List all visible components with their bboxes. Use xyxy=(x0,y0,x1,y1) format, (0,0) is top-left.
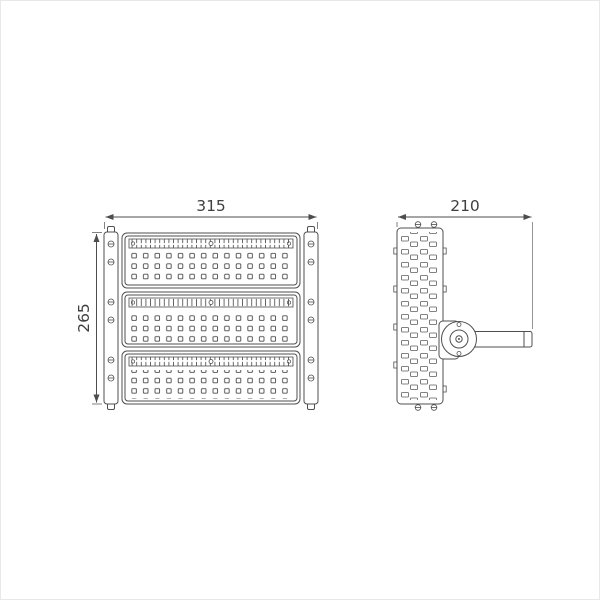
mounting-knuckle xyxy=(438,320,477,360)
front-right-rail xyxy=(303,226,319,410)
front-left-rail xyxy=(103,226,119,410)
dimension-width-front xyxy=(104,213,318,229)
mounting-arm xyxy=(470,331,533,348)
side-screw-icon xyxy=(414,221,438,411)
side-heatsink-fins xyxy=(401,232,439,400)
front-height-label: 265 xyxy=(75,303,93,333)
front-led-module-3 xyxy=(121,350,301,405)
side-view xyxy=(393,221,533,411)
side-width-label: 210 xyxy=(450,197,480,215)
module-led-grid xyxy=(130,311,292,342)
dimension-width-side xyxy=(396,213,533,329)
side-edge-nubs xyxy=(393,247,447,393)
side-body xyxy=(396,227,444,405)
front-view xyxy=(103,226,319,410)
module-led-grid xyxy=(130,252,292,283)
rail-screw-icon xyxy=(307,240,315,382)
dimension-height-front xyxy=(92,232,102,405)
module-led-grid xyxy=(130,370,292,399)
rail-screw-icon xyxy=(107,240,115,382)
front-led-module-1 xyxy=(121,232,301,289)
front-width-label: 315 xyxy=(196,197,226,215)
front-led-module-2 xyxy=(121,291,301,348)
